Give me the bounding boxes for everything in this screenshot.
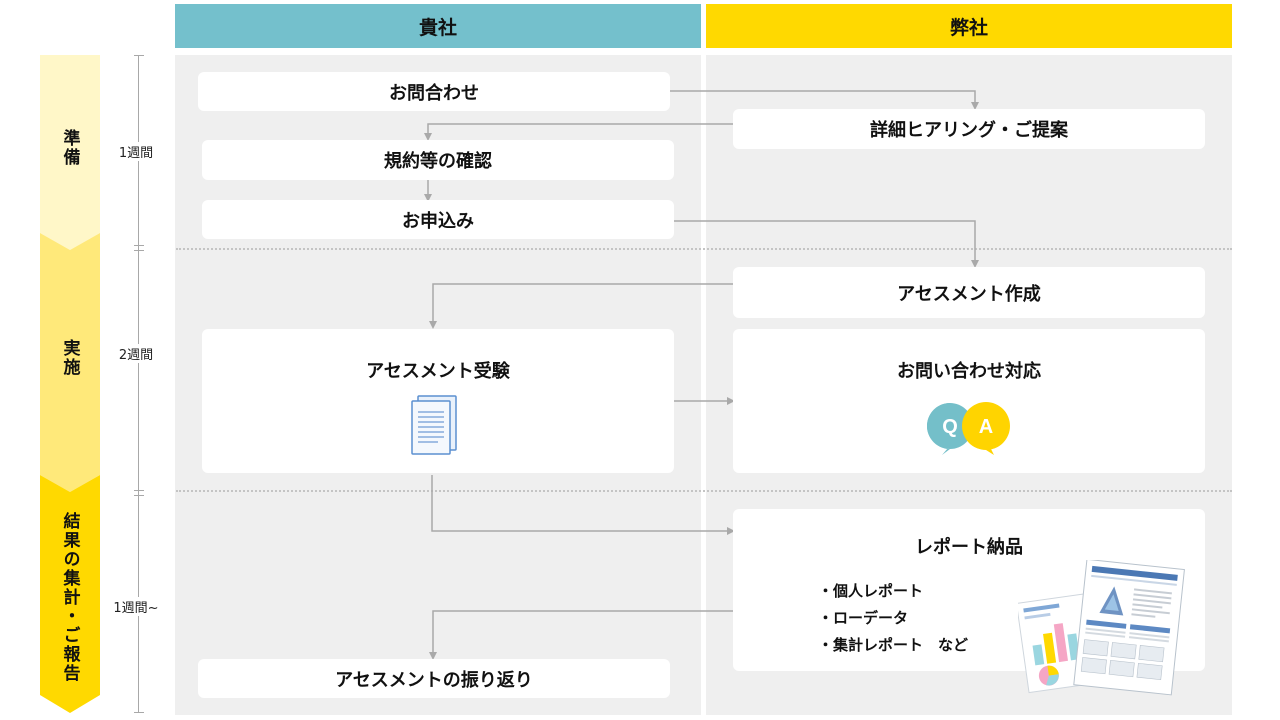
timeline-line bbox=[138, 55, 139, 713]
step-hearing: 詳細ヒアリング・ご提案 bbox=[733, 109, 1205, 149]
arrow-inquiry-to-hearing bbox=[670, 90, 979, 110]
step-review: アセスメントの振り返り bbox=[198, 659, 670, 698]
client-column-header: 貴社 bbox=[175, 4, 701, 48]
phase-label-exec: 実施 bbox=[59, 338, 80, 377]
arrow-delivery-to-review bbox=[429, 610, 733, 660]
phase-report-shape bbox=[40, 475, 100, 713]
phase-chevron-bar bbox=[40, 55, 100, 713]
step-apply: お申込み bbox=[202, 200, 674, 239]
phase-exec-shape bbox=[40, 233, 100, 492]
report-item: ・個人レポート bbox=[818, 582, 924, 600]
phase-divider bbox=[176, 490, 1232, 492]
q-letter: Q bbox=[942, 416, 958, 438]
timeline-tick bbox=[134, 495, 144, 496]
phase-divider bbox=[176, 248, 1232, 250]
timeline-tick bbox=[134, 245, 144, 246]
phase-label-report: 結果の集計・ご報告 bbox=[59, 512, 80, 683]
duration-exec: 2週間 bbox=[104, 344, 168, 363]
phase-prep-shape bbox=[40, 55, 100, 250]
timeline-tick bbox=[134, 250, 144, 251]
document-icon bbox=[411, 395, 457, 455]
step-inquiry: お問合わせ bbox=[198, 72, 670, 111]
report-documents-icon bbox=[1018, 560, 1185, 696]
step-create-assessment: アセスメント作成 bbox=[733, 267, 1205, 318]
timeline-tick bbox=[134, 712, 144, 713]
arrow-take-to-delivery bbox=[431, 475, 735, 535]
us-column-header: 弊社 bbox=[706, 4, 1232, 48]
duration-report: 1週間~ bbox=[104, 597, 168, 616]
a-letter: A bbox=[979, 416, 993, 438]
duration-prep: 1週間 bbox=[104, 142, 168, 161]
qa-bubbles-icon: Q A bbox=[927, 402, 1010, 455]
client-header-label: 貴社 bbox=[418, 16, 457, 39]
us-header-label: 弊社 bbox=[949, 16, 988, 39]
step-support: お問い合わせ対応 bbox=[733, 329, 1205, 473]
step-terms: 規約等の確認 bbox=[202, 140, 674, 180]
report-items-list: ・個人レポート ・ローデータ ・集計レポート など bbox=[818, 578, 968, 659]
arrow-create-to-take bbox=[429, 283, 733, 329]
arrow-hearing-to-terms bbox=[424, 123, 733, 141]
timeline-tick bbox=[134, 55, 144, 56]
report-item: ・集計レポート など bbox=[818, 636, 969, 654]
report-item: ・ローデータ bbox=[818, 609, 909, 627]
arrow-apply-to-create bbox=[674, 220, 979, 268]
timeline-tick bbox=[134, 490, 144, 491]
phase-label-prep: 準備 bbox=[59, 128, 80, 167]
